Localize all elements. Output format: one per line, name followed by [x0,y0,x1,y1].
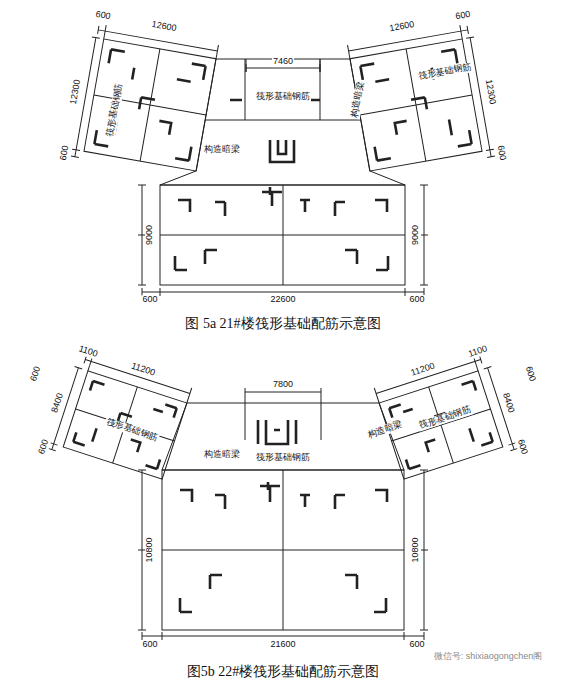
dimension-label: 12300 [483,78,497,106]
dimension-label: 12300 [69,78,83,106]
rebar-note: 构造暗梁 [203,450,241,460]
dimension-label: 21600 [269,640,296,650]
dimension-label: 1100 [466,344,489,360]
rebar-note: 构造暗梁 [350,80,366,119]
dimension-label: 600 [495,144,508,162]
dimension-label: 600 [408,295,425,305]
dimension-label: 9000 [145,224,155,246]
dimension-label: 11200 [129,361,157,379]
dimension-label: 600 [454,10,472,23]
dimension-label: 10800 [411,536,421,563]
rebar-note: 筏形基础钢筋 [105,82,124,139]
dimension-label: 600 [141,295,158,305]
dimension-label: 600 [37,437,52,456]
dimension-label: 600 [59,144,72,162]
dimension-label: 12600 [388,20,416,34]
dimension-label: 600 [29,364,44,383]
dimension-label: 600 [523,364,538,383]
dimension-label: 1100 [76,344,99,360]
dimension-label: 8400 [500,391,516,415]
figure-caption: 图 5a 21#楼筏形基础配筋示意图 [184,316,381,331]
dimension-label: 10800 [145,536,155,563]
dimension-label: 22600 [269,295,296,305]
rebar-note: 构造暗梁 [203,145,241,155]
figure-caption: 图5b 22#楼筏形基础配筋示意图 [186,664,381,679]
dimension-label: 7800 [272,380,294,390]
rebar-note: 构造暗梁 [365,419,404,440]
dimension-label: 600 [94,10,112,23]
rebar-note: 筏形基础钢筋 [417,405,473,432]
dimension-label: 600 [408,640,425,650]
rebar-note: 筏形基础钢筋 [255,92,311,102]
watermark: 微信号: shixiaogongchen阁 [433,652,544,662]
dimension-label: 600 [515,437,530,456]
dimension-label: 12600 [150,20,178,34]
dimension-label: 7460 [272,57,294,67]
dimension-label: 11200 [409,361,437,379]
dimension-label: 8400 [50,391,66,415]
dimension-label: 9000 [411,224,421,246]
rebar-note: 筏形基础钢筋 [255,453,311,463]
rebar-note: 筏形基础钢筋 [417,62,474,81]
dimension-label: 600 [141,640,158,650]
